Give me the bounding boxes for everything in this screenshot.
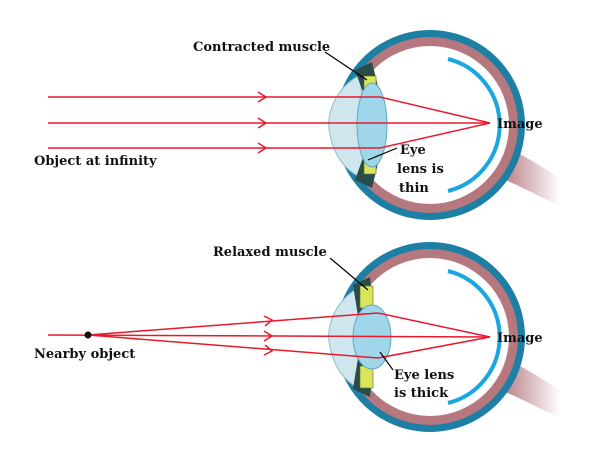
object-point-icon [84,331,92,339]
top-object-label: Object at infinity [34,154,157,169]
top-lens-label-line-3: thin [399,181,429,196]
bottom-rays [47,312,491,359]
top-ray-arrows [257,91,268,154]
lens-pointer-line [367,147,398,161]
retina [447,57,502,193]
muscle-pointer-line [324,51,368,81]
bottom-ray-arrows [263,315,274,356]
bottom-image-label: Image [497,331,543,346]
bottom-object-label: Nearby object [34,347,135,362]
arrow-head-icon [263,330,274,342]
arrow-head-icon [257,91,268,103]
bottom-lens-label-line-2: is thick [394,386,449,401]
muscle-pointer-line [329,257,369,291]
top-image-label: Image [497,117,543,132]
lens-pointer-line [379,351,394,371]
ray-middle [47,334,491,338]
ray-upper [87,312,491,338]
arrow-head-icon [257,142,268,154]
arrow-head-icon [263,344,274,356]
arrow-head-icon [257,117,268,129]
top-lens-label-line-2: lens is [397,162,444,177]
top-lens-label-line-1: Eye [400,143,426,158]
ray-upper [48,96,491,124]
top-rays [48,96,491,149]
bottom-muscle-label: Relaxed muscle [213,245,327,260]
arrow-head-icon [263,315,274,327]
top-muscle-label: Contracted muscle [193,40,330,55]
vitreous-body [351,46,509,204]
bottom-lens-label-line-1: Eye lens [394,368,454,383]
top-eye [328,30,560,220]
ray-lower [87,334,491,359]
eye-lens [356,82,388,168]
retina [447,269,502,405]
ray-lower [48,122,491,149]
